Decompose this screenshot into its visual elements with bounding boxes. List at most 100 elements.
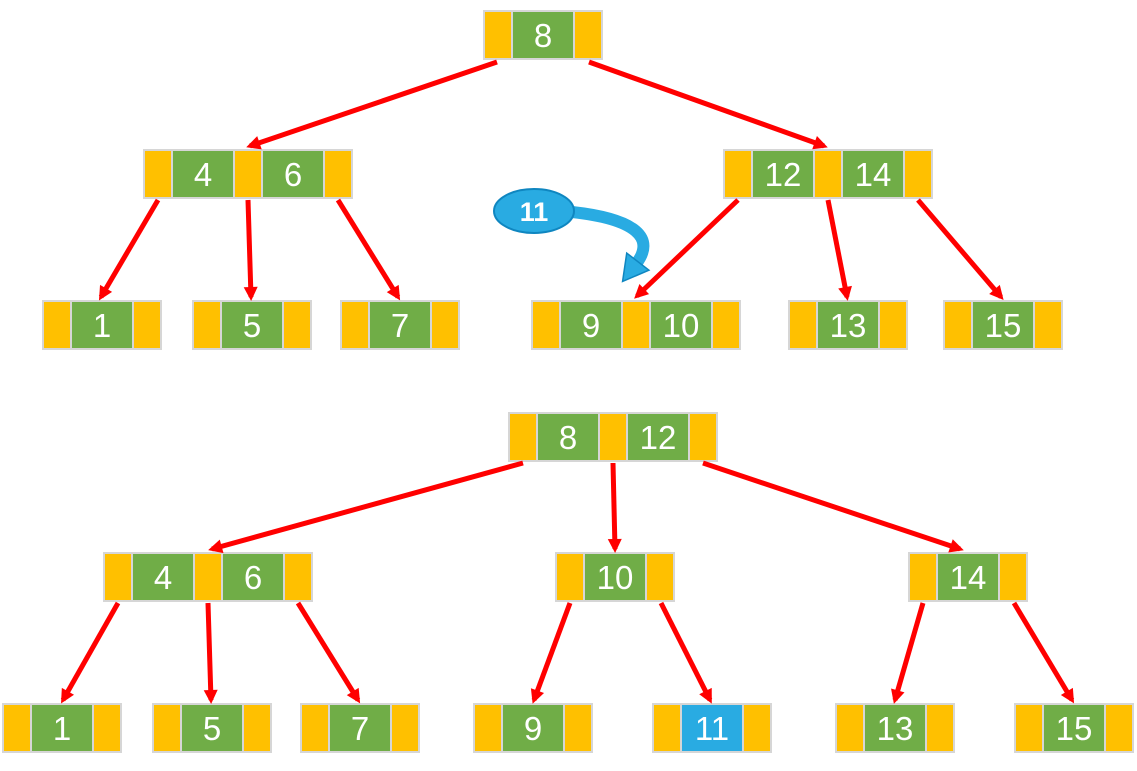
before-leaf-15-node: 15 [943, 300, 1063, 350]
before-leaf-13-node: 13 [788, 300, 908, 350]
key-cell: 15 [1044, 705, 1104, 751]
pointer-cell [44, 302, 70, 348]
pointer-cell [195, 554, 221, 600]
pointer-cell [744, 705, 770, 751]
pointer-cell [905, 151, 931, 197]
key-cell: 5 [182, 705, 242, 751]
insert-arrow-icon [571, 206, 651, 283]
pointer-cell [392, 705, 418, 751]
pointer-cell [105, 554, 131, 600]
before-root-node: 8 [483, 10, 603, 60]
pointer-cell [194, 302, 220, 348]
key-cell: 10 [585, 554, 645, 600]
key-cell: 13 [865, 705, 925, 751]
edge-before-right-to-leaf13 [825, 199, 852, 301]
after-leaf-13-node: 13 [835, 703, 955, 753]
pointer-cell [432, 302, 458, 348]
key-cell: 9 [561, 302, 621, 348]
key-cell: 1 [32, 705, 92, 751]
pointer-cell [145, 151, 171, 197]
pointer-cell [790, 302, 816, 348]
pointer-cell [725, 151, 751, 197]
after-internal-right-node: 14 [908, 552, 1028, 602]
edge-after-root-to-right [702, 460, 964, 553]
key-cell: 14 [938, 554, 998, 600]
pointer-cell [880, 302, 906, 348]
pointer-cell [927, 705, 953, 751]
pointer-cell [565, 705, 591, 751]
pointer-cell [945, 302, 971, 348]
edge-after-mid-to-leaf9 [530, 602, 573, 704]
key-cell: 6 [223, 554, 283, 600]
edge-before-root-to-right [588, 59, 828, 150]
key-cell: 6 [263, 151, 323, 197]
insert-bubble-ellipse [493, 188, 575, 234]
edge-after-mid-to-leaf11 [658, 601, 713, 704]
edge-after-right-to-leaf13 [891, 602, 926, 704]
edge-before-left-to-leaf5 [243, 199, 258, 301]
pointer-cell [342, 302, 368, 348]
after-leaf-15-node: 15 [1014, 703, 1134, 753]
edge-after-right-to-leaf15 [1011, 601, 1075, 704]
before-internal-left-node: 4 6 [143, 149, 353, 199]
key-cell: 9 [503, 705, 563, 751]
after-leaf-1-node: 1 [2, 703, 122, 753]
after-leaf-5-node: 5 [152, 703, 272, 753]
edge-after-root-to-mid [607, 462, 622, 553]
pointer-cell [485, 12, 511, 58]
pointer-cell [557, 554, 583, 600]
pointer-cell [475, 705, 501, 751]
before-leaf-1-node: 1 [42, 300, 162, 350]
pointer-cell [690, 414, 716, 460]
edge-after-left-to-leaf5 [203, 602, 218, 704]
before-leaf-7-node: 7 [340, 300, 460, 350]
pointer-cell [575, 12, 601, 58]
edge-after-left-to-leaf1 [60, 601, 121, 704]
key-cell: 12 [628, 414, 688, 460]
key-cell: 8 [538, 414, 598, 460]
key-cell: 8 [513, 12, 573, 58]
key-cell: 1 [72, 302, 132, 348]
pointer-cell [654, 705, 680, 751]
pointer-cell [815, 151, 841, 197]
edge-before-right-to-leaf910 [634, 198, 740, 299]
pointer-cell [1016, 705, 1042, 751]
pointer-cell [623, 302, 649, 348]
pointer-cell [510, 414, 536, 460]
pointer-cell [134, 302, 160, 348]
pointer-cell [647, 554, 673, 600]
edge-before-right-to-leaf15 [916, 198, 1004, 301]
pointer-cell [600, 414, 626, 460]
edge-before-left-to-leaf7 [335, 198, 401, 301]
edge-after-left-to-leaf7 [295, 601, 361, 704]
key-cell: 5 [222, 302, 282, 348]
pointer-cell [1106, 705, 1132, 751]
pointer-cell [1000, 554, 1026, 600]
after-leaf-7-node: 7 [300, 703, 420, 753]
pointer-cell [713, 302, 739, 348]
pointer-cell [4, 705, 30, 751]
pointer-cell [235, 151, 261, 197]
pointer-cell [285, 554, 311, 600]
key-cell-highlighted: 11 [682, 705, 742, 751]
pointer-cell [837, 705, 863, 751]
key-cell: 4 [133, 554, 193, 600]
insert-key-label: 11 [520, 197, 549, 227]
key-cell: 12 [753, 151, 813, 197]
key-cell: 14 [843, 151, 903, 197]
pointer-cell [1035, 302, 1061, 348]
pointer-cell [284, 302, 310, 348]
insert-key-bubble: 11 [493, 188, 575, 234]
pointer-cell [154, 705, 180, 751]
key-cell: 4 [173, 151, 233, 197]
key-cell: 7 [370, 302, 430, 348]
key-cell: 7 [330, 705, 390, 751]
before-leaf-9-10-node: 9 10 [531, 300, 741, 350]
edge-after-root-to-left [208, 460, 524, 554]
after-leaf-11-node-inserted: 11 [652, 703, 772, 753]
after-internal-mid-node: 10 [555, 552, 675, 602]
pointer-cell [325, 151, 351, 197]
after-root-node: 8 12 [508, 412, 718, 462]
